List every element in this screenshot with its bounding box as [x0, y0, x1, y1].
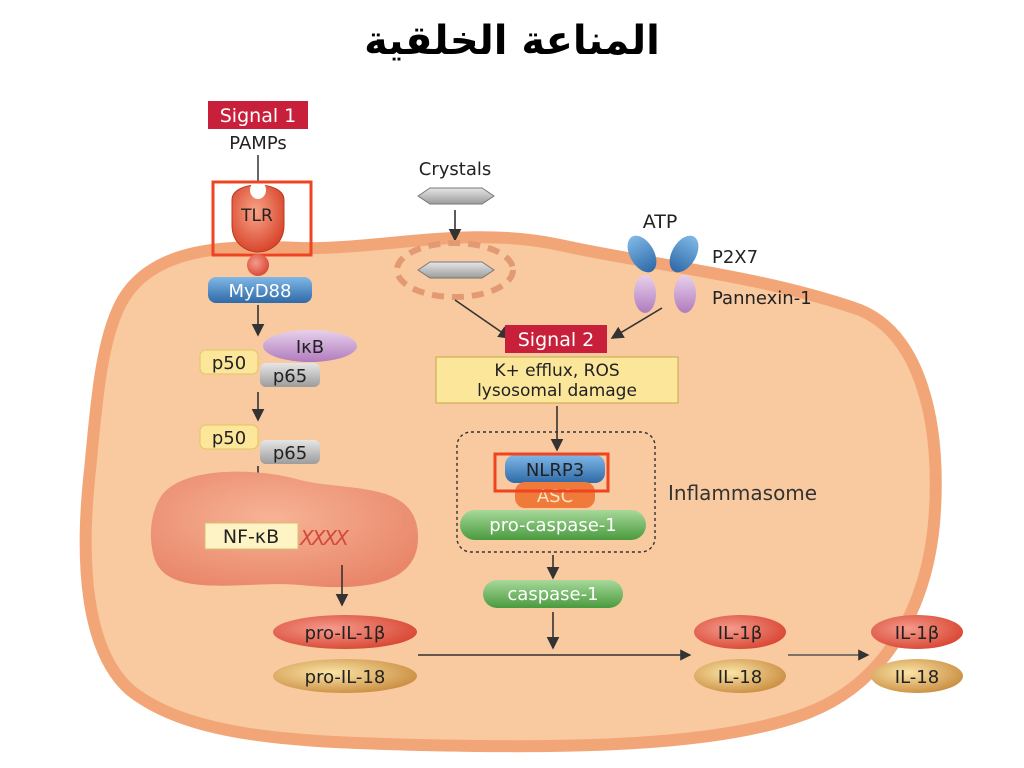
crystal-icon-inside [417, 261, 495, 279]
myd88-node [208, 277, 312, 303]
slide-title: المناعة الخلقية [364, 18, 660, 64]
inflammasome-boundary [456, 431, 656, 553]
p65-label-bound: p65 [273, 366, 307, 387]
tlr-ligand-pocket [250, 181, 266, 199]
nfkb-node [204, 522, 299, 550]
nfkb-label: NF-κB [223, 526, 279, 548]
signal2-label: Signal 2 [518, 329, 595, 351]
tir-domain [247, 254, 269, 276]
myd88-label: MyD88 [229, 281, 292, 302]
il18-node-secreted [871, 659, 963, 693]
caspase1-node [483, 580, 623, 608]
efflux-line1: K+ efflux, ROS [494, 361, 619, 381]
il1b-label-secreted: IL-1β [895, 623, 939, 644]
pannexin-subunit-left [634, 275, 656, 313]
p2x7-subunit-right [669, 235, 699, 273]
pro-il1b-label: pro-IL-1β [305, 623, 386, 644]
signal1-label: Signal 1 [220, 105, 297, 127]
arrow-atp-signal2 [610, 307, 663, 339]
pannexin-subunit-right [674, 275, 696, 313]
ikb-node [263, 330, 357, 362]
il18-label-intracellular: IL-18 [718, 667, 762, 688]
il18-node-intracellular [694, 659, 786, 693]
il1b-label-intracellular: IL-1β [718, 623, 762, 644]
p2x7-subunit-left [627, 235, 657, 273]
p2x7-label: P2X7 [712, 247, 758, 268]
crystals-label: Crystals [419, 159, 491, 180]
arrow-crystal-signal2 [454, 299, 512, 339]
nlrp3-node [505, 455, 605, 483]
p65-node-free [260, 440, 320, 464]
efflux-box [435, 356, 679, 404]
pannexin-label: Pannexin-1 [712, 288, 812, 309]
p65-label-free: p65 [273, 443, 307, 464]
crystal-icon-outside [417, 187, 495, 205]
p50-label-bound: p50 [212, 353, 246, 374]
atp-label: ATP [643, 211, 678, 233]
ikb-label: IκB [296, 337, 324, 358]
tlr-label: TLR [240, 206, 273, 226]
efflux-line2: lysosomal damage [477, 381, 637, 401]
caspase1-label: caspase-1 [507, 584, 598, 605]
p50-label-free: p50 [212, 428, 246, 449]
signal1-badge [208, 101, 308, 129]
il1b-node-secreted [871, 615, 963, 649]
pamps-label: PAMPs [229, 133, 286, 154]
asc-label: ASC [537, 486, 573, 507]
asc-node [515, 482, 595, 508]
procaspase-node [460, 510, 646, 540]
pro-il1b-node [273, 615, 417, 649]
il18-label-secreted: IL-18 [895, 667, 939, 688]
nlrp3-label: NLRP3 [526, 460, 584, 481]
pro-il18-label: pro-IL-18 [305, 667, 386, 688]
il1b-node-intracellular [694, 615, 786, 649]
p50-node-free [199, 424, 259, 450]
phagosome-vesicle [394, 240, 516, 300]
dna-strand: XXXX [299, 526, 350, 550]
pro-il18-node [273, 659, 417, 693]
inflammasome-label: Inflammasome [668, 481, 817, 505]
nlrp3-highlight-box [493, 452, 610, 493]
procaspase-label: pro-caspase-1 [489, 515, 616, 536]
signal2-badge [505, 325, 607, 353]
p50-node-bound [199, 349, 259, 375]
p65-node-bound [260, 363, 320, 387]
